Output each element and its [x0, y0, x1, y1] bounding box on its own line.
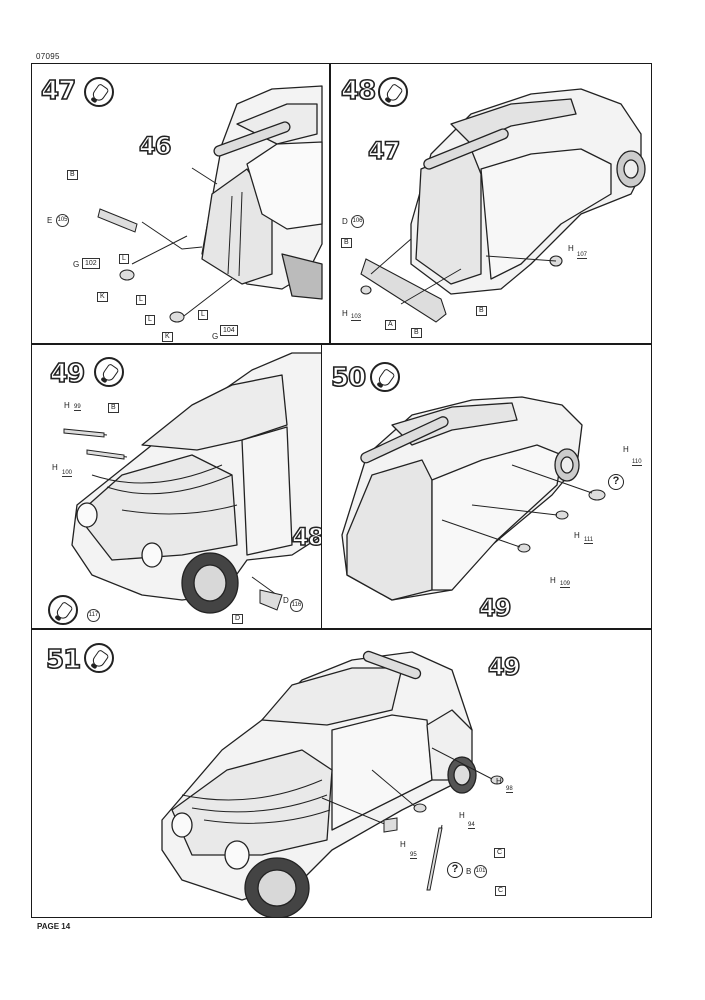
- step-51-reference: 49: [487, 653, 521, 681]
- step-48-panel: 48 47 D 106 B H 103 A B B H 107: [330, 63, 652, 344]
- part-letter-d: D: [283, 596, 289, 605]
- part-number-106: 106: [351, 215, 364, 228]
- rotate-arrow-icon: [48, 595, 78, 625]
- part-flag-a: A: [385, 320, 396, 330]
- glue-icon: [84, 643, 114, 673]
- step-48-illustration: [360, 88, 646, 323]
- part-letter-h: H: [550, 576, 556, 585]
- part-number-94: 94: [468, 822, 475, 829]
- part-letter-h: H: [52, 463, 58, 472]
- step-49-number: 49: [49, 359, 86, 389]
- step-50-illustration: [341, 396, 606, 601]
- part-letter-h: H: [568, 244, 574, 253]
- part-number-99: 99: [74, 404, 81, 411]
- page-number: PAGE 14: [37, 922, 71, 931]
- part-number-117: 117: [87, 609, 100, 622]
- part-letter-e: E: [47, 216, 53, 225]
- part-letter-b: B: [466, 867, 472, 876]
- glue-icon: [84, 77, 114, 107]
- part-number-95: 95: [410, 852, 417, 859]
- document-code: 07095: [36, 52, 60, 61]
- step-51-number: 51: [45, 645, 82, 675]
- step-49-panel: 49 48 H 99 B H 100 D 116 D 117: [31, 344, 322, 629]
- part-flag-b: B: [341, 238, 352, 248]
- part-flag-k: K: [162, 332, 173, 342]
- help-icon: ?: [608, 474, 624, 490]
- help-icon: ?: [447, 862, 463, 878]
- part-number-98: 98: [506, 786, 513, 793]
- part-flag-k: K: [97, 292, 108, 302]
- part-number-109: 109: [560, 581, 571, 588]
- part-number-102: 102: [82, 258, 100, 269]
- step-51-panel: 51 49 H 98 H 94 H 95 ? B 101 C C: [31, 629, 652, 918]
- part-number-101: 101: [474, 865, 487, 878]
- part-flag-l: L: [136, 295, 146, 305]
- part-letter-g: G: [73, 260, 80, 269]
- step-49-reference: 48: [291, 523, 322, 551]
- part-flag-l: L: [145, 315, 155, 325]
- part-letter-h: H: [496, 777, 502, 786]
- part-flag-l: L: [119, 254, 129, 264]
- part-letter-h: H: [574, 531, 580, 540]
- step-50-panel: 50 49 H 110 ? H 111 H 109: [321, 344, 652, 629]
- glue-icon: [378, 77, 408, 107]
- part-flag-c: C: [495, 886, 507, 896]
- part-number-100: 100: [62, 470, 73, 477]
- part-flag-d: D: [232, 614, 244, 624]
- part-number-111: 111: [584, 537, 594, 544]
- part-letter-d: D: [342, 217, 348, 226]
- step-48-number: 48: [340, 76, 377, 106]
- part-number-116: 116: [290, 599, 303, 612]
- part-flag-c: C: [494, 848, 506, 858]
- part-letter-h: H: [459, 811, 465, 820]
- part-number-110: 110: [632, 459, 642, 466]
- part-flag-b: B: [476, 306, 487, 316]
- step-49-illustration: [63, 352, 321, 614]
- step-48-reference: 47: [367, 137, 401, 165]
- step-50-reference: 49: [478, 594, 512, 622]
- step-50-number: 50: [330, 363, 367, 393]
- part-flag-b: B: [411, 328, 422, 338]
- part-flag-l: L: [198, 310, 208, 320]
- part-number-107: 107: [577, 252, 588, 259]
- glue-icon: [94, 357, 124, 387]
- part-letter-h: H: [342, 309, 348, 318]
- step-47-illustration: [97, 85, 323, 323]
- step-47-number: 47: [40, 76, 77, 106]
- part-number-104: 104: [220, 325, 238, 336]
- step-51-illustration: [161, 650, 504, 917]
- part-letter-h: H: [400, 840, 406, 849]
- part-flag-b: B: [108, 403, 119, 413]
- part-flag-b: B: [67, 170, 78, 180]
- part-letter-g: G: [212, 332, 219, 341]
- part-letter-h: H: [623, 445, 629, 454]
- part-number-103: 103: [351, 314, 362, 321]
- part-letter-h: H: [64, 401, 70, 410]
- part-number-105: 105: [56, 214, 69, 227]
- step-47-panel: 47 46 B E 105 G 102 L K L L L K G 104: [31, 63, 330, 344]
- step-47-reference: 46: [138, 132, 172, 160]
- glue-icon: [370, 362, 400, 392]
